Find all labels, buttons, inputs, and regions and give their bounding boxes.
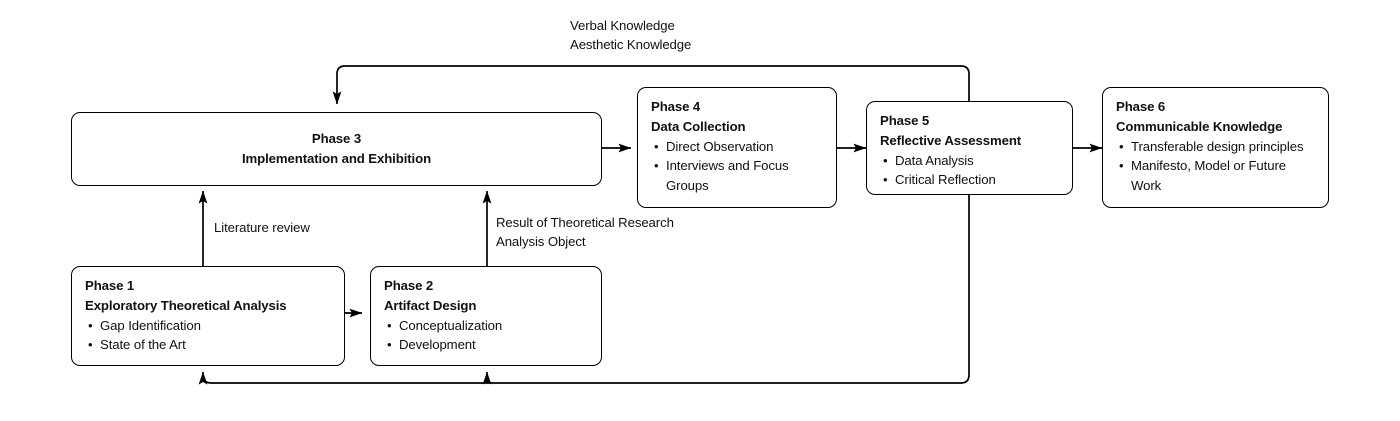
edge-label-literature-review: Literature review xyxy=(214,218,310,237)
phase6-item-0: Transferable design principles xyxy=(1131,139,1304,155)
bullet-icon: • xyxy=(1119,139,1124,155)
bullet-icon: • xyxy=(654,158,659,174)
phase6-name-label: Communicable Knowledge xyxy=(1116,118,1283,134)
bullet-icon: • xyxy=(387,318,392,334)
theoretical-result-line-2: Analysis Object xyxy=(496,234,586,250)
box-phase5[interactable]: Phase 5 Reflective Assessment • Data Anal… xyxy=(866,101,1073,195)
phase6-phase-label: Phase 6 xyxy=(1116,99,1166,114)
bullet-icon: • xyxy=(88,337,93,353)
box-phase6[interactable]: Phase 6 Communicable Knowledge • Transfer… xyxy=(1102,87,1329,208)
phase2-phase-label: Phase 2 xyxy=(384,278,434,293)
phase1-item-0: Gap Identification xyxy=(100,318,201,334)
theoretical-result-line-1: Result of Theoretical Research xyxy=(496,215,674,230)
list-item: • Conceptualization xyxy=(384,316,589,335)
box-phase2[interactable]: Phase 2 Artifact Design • Conceptualizati… xyxy=(370,266,602,366)
box-phase1[interactable]: Phase 1 Exploratory Theoretical Analysis… xyxy=(71,266,345,366)
bullet-icon: • xyxy=(88,318,93,334)
phase3-heading: Phase 3 Implementation and Exhibition xyxy=(242,129,431,168)
phase4-item-1: Interviews and Focus Groups xyxy=(666,158,789,193)
bullet-icon: • xyxy=(883,153,888,169)
bullet-icon: • xyxy=(883,172,888,188)
box-phase4[interactable]: Phase 4 Data Collection • Direct Observat… xyxy=(637,87,837,208)
phase2-item-0: Conceptualization xyxy=(399,318,503,334)
phase5-item-1: Critical Reflection xyxy=(895,172,996,188)
phase4-item-list: • Direct Observation • Interviews and Focu… xyxy=(651,137,824,195)
phase2-item-list: • Conceptualization • Development xyxy=(384,316,589,355)
phase2-name-label: Artifact Design xyxy=(384,297,477,313)
feedback-top-line-2: Aesthetic Knowledge xyxy=(570,37,692,53)
list-item: • Transferable design principles xyxy=(1116,137,1316,156)
phase1-item-1: State of the Art xyxy=(100,337,186,353)
phase1-item-list: • Gap Identification • State of the Art xyxy=(85,316,332,355)
phase4-item-0: Direct Observation xyxy=(666,139,774,155)
connector-phase5-bottom-feedback-trunk xyxy=(198,185,970,385)
phase5-phase-label: Phase 5 xyxy=(880,113,930,128)
phase1-phase-label: Phase 1 xyxy=(85,278,135,293)
list-item: • State of the Art xyxy=(85,335,332,354)
bullet-icon: • xyxy=(654,139,659,155)
phase4-phase-label: Phase 4 xyxy=(651,99,701,114)
list-item: • Gap Identification xyxy=(85,316,332,335)
box-phase3[interactable]: Phase 3 Implementation and Exhibition xyxy=(71,112,602,186)
phase4-name-label: Data Collection xyxy=(651,118,746,134)
phase5-name-label: Reflective Assessment xyxy=(880,132,1022,148)
list-item: • Manifesto, Model or Future Work xyxy=(1116,156,1316,195)
literature-review-text: Literature review xyxy=(214,220,310,235)
list-item: • Critical Reflection xyxy=(880,170,1060,189)
list-item: • Interviews and Focus Groups xyxy=(651,156,824,195)
list-item: • Data Analysis xyxy=(880,151,1060,170)
bullet-icon: • xyxy=(1119,158,1124,174)
phase6-item-list: • Transferable design principles • Manifes… xyxy=(1116,137,1316,195)
edge-label-theoretical-result: Result of Theoretical Research Analysis … xyxy=(496,213,674,252)
bullet-icon: • xyxy=(387,337,392,353)
phase5-item-0: Data Analysis xyxy=(895,153,974,169)
phase5-item-list: • Data Analysis • Critical Reflection xyxy=(880,151,1060,190)
list-item: • Direct Observation xyxy=(651,137,824,156)
phase6-item-1: Manifesto, Model or Future Work xyxy=(1131,158,1286,193)
phase2-item-1: Development xyxy=(399,337,476,353)
feedback-top-line-1: Verbal Knowledge xyxy=(570,18,675,33)
list-item: • Development xyxy=(384,335,589,354)
edge-label-feedback-top: Verbal Knowledge Aesthetic Knowledge xyxy=(570,16,691,55)
connector-phase5-to-phase3-feedback xyxy=(332,65,970,112)
phase1-name-label: Exploratory Theoretical Analysis xyxy=(85,297,287,313)
phase3-phase-label: Phase 3 xyxy=(311,131,362,147)
phase3-name-label: Implementation and Exhibition xyxy=(241,151,432,166)
